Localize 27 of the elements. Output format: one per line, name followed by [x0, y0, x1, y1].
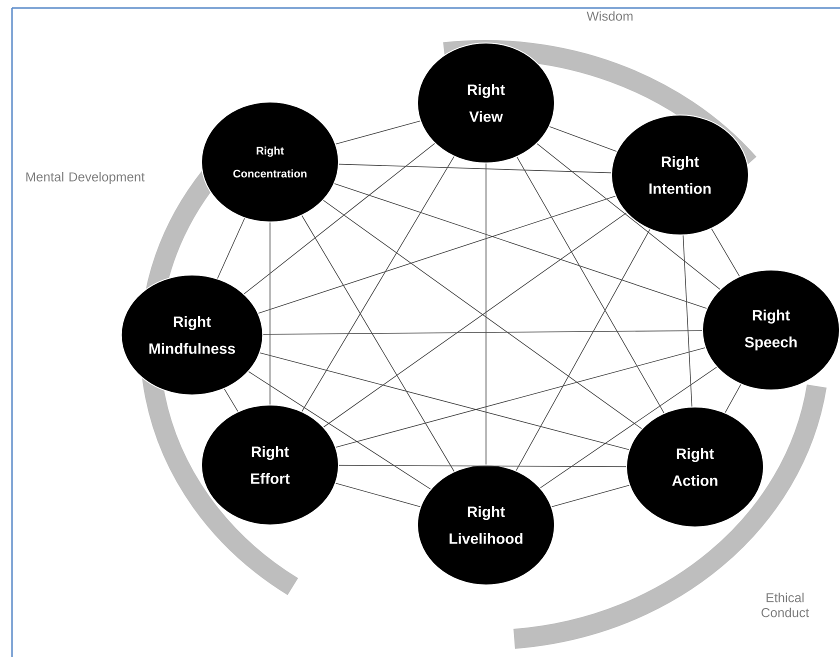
connector-line	[516, 156, 664, 414]
connector-line	[711, 228, 740, 277]
connector-line	[244, 143, 436, 294]
connector-line	[334, 183, 707, 309]
connector-line	[682, 235, 692, 407]
connector-line	[338, 464, 626, 468]
connector-line	[338, 164, 612, 174]
connector-line	[336, 347, 706, 448]
connector-line	[224, 388, 238, 412]
connector-line	[516, 229, 650, 471]
connector-line	[262, 330, 702, 335]
band-label: Mental Development	[26, 172, 145, 184]
connector-line	[724, 384, 742, 413]
connector-line	[335, 120, 421, 144]
connector-line	[302, 215, 454, 472]
connector-line	[551, 484, 630, 508]
connector-line	[302, 156, 454, 412]
connector-line	[536, 143, 720, 290]
connector-line	[335, 482, 421, 508]
connector-line	[217, 218, 246, 279]
connector-line	[549, 126, 617, 152]
band-label: Wisdom	[586, 11, 633, 21]
connector-line	[258, 196, 616, 314]
connector-line	[260, 352, 630, 450]
connector-line	[248, 371, 431, 490]
connector-line	[540, 366, 717, 488]
band-label: Ethical Conduct	[762, 592, 809, 618]
